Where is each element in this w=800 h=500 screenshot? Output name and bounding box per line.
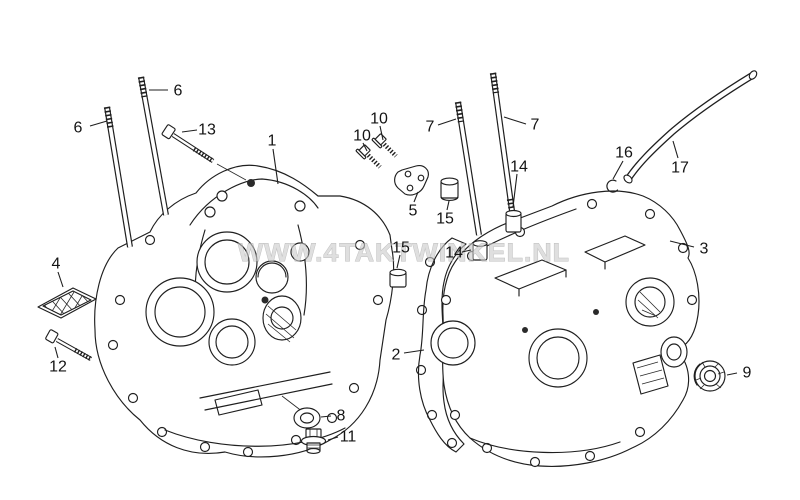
callout-13-15: 13	[198, 122, 216, 139]
callout-2-1: 2	[392, 347, 401, 364]
leader-line-7-7	[437, 118, 457, 126]
callout-17-21: 17	[671, 160, 689, 177]
callout-11-13: 11	[340, 429, 357, 446]
part-3-right-crankcase	[430, 190, 700, 468]
callout-10-11: 10	[353, 128, 371, 145]
leader-line-1-0	[272, 148, 279, 185]
callout-8-9: 8	[337, 408, 346, 425]
callout-6-5: 6	[74, 120, 83, 137]
leader-line-14-17	[461, 249, 472, 253]
callout-16-20: 16	[615, 145, 633, 162]
part-1-left-crankcase	[94, 164, 395, 458]
leader-line-14-16	[512, 173, 518, 208]
callout-10-12: 10	[370, 111, 388, 128]
leader-line-4-3	[57, 271, 64, 288]
callout-3-2: 3	[700, 241, 709, 258]
part-7-stud-right	[489, 72, 517, 219]
part-17-breather-tube	[623, 70, 758, 184]
part-14-dowel-upper	[505, 209, 522, 233]
callout-6-6: 6	[174, 83, 183, 100]
leader-line-16-20	[612, 160, 624, 180]
callout-15-18: 15	[436, 211, 454, 228]
leader-line-7-8	[503, 116, 527, 125]
part-8-sealing-washer	[293, 407, 321, 429]
callout-14-16: 14	[510, 159, 528, 176]
leader-line-8-9	[320, 415, 332, 418]
leader-line-9-10	[726, 372, 738, 376]
leader-line-15-18	[446, 200, 450, 211]
part-6-stud-left	[103, 106, 133, 248]
part-7-stud-left	[454, 101, 482, 236]
part-11-drain-plug	[300, 428, 327, 454]
leader-line-3-2	[669, 240, 695, 248]
leader-line-17-21	[672, 140, 679, 159]
part-2-gasket	[415, 237, 467, 453]
callout-9-10: 9	[743, 365, 752, 382]
leader-line-15-19	[396, 254, 401, 269]
callout-12-14: 12	[49, 359, 67, 376]
part-10-flange-bolt-right	[371, 133, 398, 158]
leader-line-5-4	[413, 191, 419, 203]
leader-line-12-14	[54, 346, 59, 359]
leader-line-6-5	[89, 120, 108, 127]
leader-line-2-1	[403, 349, 425, 354]
leader-line-10-11	[362, 142, 368, 152]
callout-4-3: 4	[52, 256, 61, 273]
callout-7-7: 7	[426, 119, 435, 136]
part-5-bracket	[394, 165, 429, 196]
part-15-collar-upper	[440, 177, 459, 201]
watermark: WWW.4TAKTWINKEL.NL	[238, 239, 570, 267]
leader-line-11-13	[327, 436, 339, 441]
part-14-dowel-lower	[472, 240, 488, 261]
callout-1-0: 1	[268, 133, 277, 150]
leader-line-13-15	[181, 129, 198, 133]
part-4-oil-screen	[37, 287, 97, 319]
callout-5-4: 5	[409, 203, 418, 220]
callout-15-19: 15	[392, 240, 410, 257]
part-9-oil-seal	[693, 360, 726, 392]
callout-7-8: 7	[531, 117, 540, 134]
leader-line-10-12	[379, 125, 384, 141]
callout-14-17: 14	[445, 245, 463, 262]
part-6-stud-right	[137, 76, 169, 216]
part-16-clip	[606, 179, 619, 193]
part-13-hex-bolt	[161, 124, 247, 181]
part-15-collar-lower	[389, 268, 407, 288]
part-12-hex-bolt	[45, 329, 93, 362]
part-10-flange-bolt-left	[355, 144, 382, 169]
